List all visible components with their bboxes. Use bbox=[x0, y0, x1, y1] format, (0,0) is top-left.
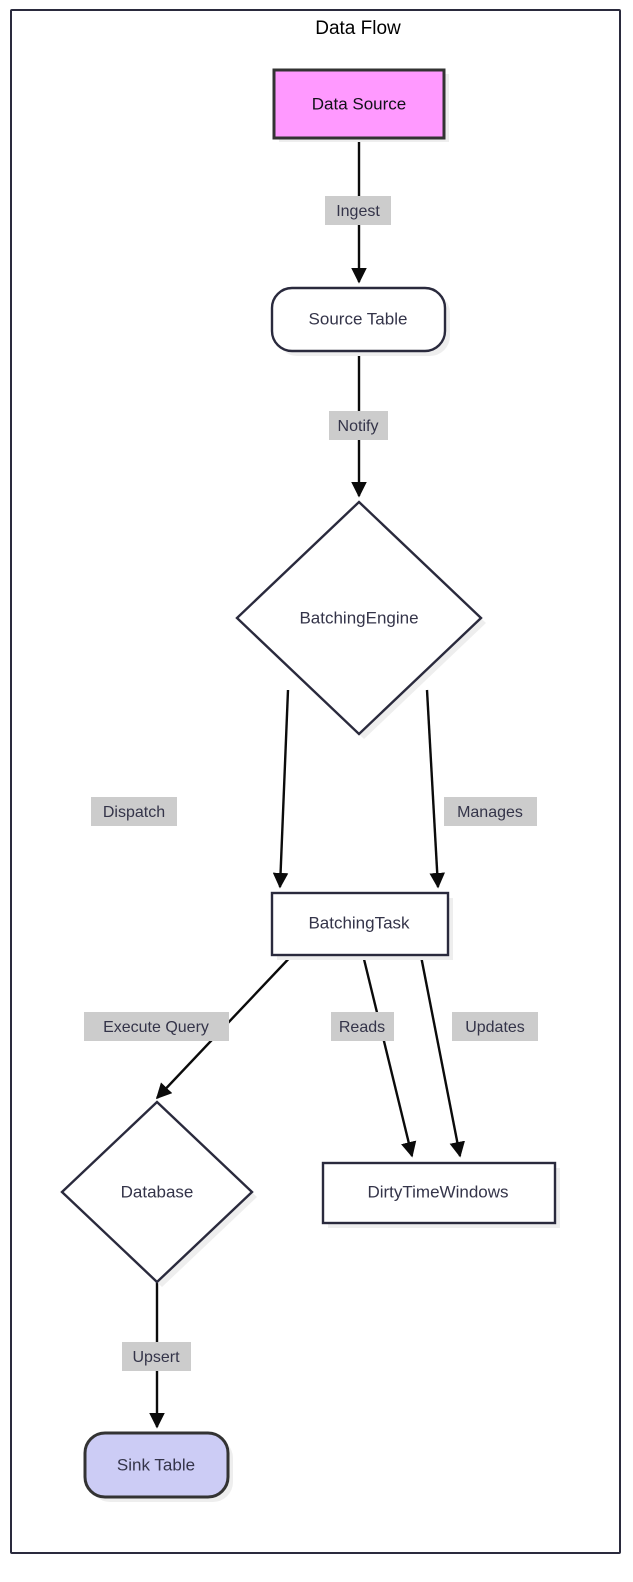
node-dirty-time-windows-shape bbox=[321, 1161, 557, 1225]
edge-label-notify: Notify bbox=[329, 411, 388, 440]
node-source-table[interactable]: Source Table bbox=[270, 286, 450, 356]
node-dirty-time-windows-label: DirtyTimeWindows bbox=[367, 1182, 508, 1201]
node-data-source-label: Data Source bbox=[312, 94, 407, 113]
node-source-table-shape bbox=[270, 286, 447, 353]
edge-label-background bbox=[91, 797, 177, 826]
edge-label-ingest-text: Ingest bbox=[336, 203, 380, 220]
edge-label-background bbox=[122, 1342, 191, 1371]
node-batching-task[interactable]: BatchingTask bbox=[270, 891, 453, 960]
edge-label-execute-query-text: Execute Query bbox=[103, 1019, 209, 1036]
edge-label-execute-query: Execute Query bbox=[84, 1012, 229, 1041]
edge-label-manages: Manages bbox=[444, 797, 537, 826]
edge-label-background bbox=[325, 196, 391, 225]
node-sink-table-shape bbox=[83, 1431, 230, 1499]
edge-label-reads-text: Reads bbox=[339, 1019, 385, 1036]
edge-dispatch bbox=[272, 689, 290, 889]
node-batching-task-label: BatchingTask bbox=[308, 913, 410, 932]
edge-label-updates: Updates bbox=[452, 1012, 538, 1041]
node-sink-table-label: Sink Table bbox=[117, 1455, 195, 1474]
edge-label-upsert: Upsert bbox=[122, 1342, 191, 1371]
node-batching-task-shape bbox=[270, 891, 450, 957]
edge-label-dispatch: Dispatch bbox=[91, 797, 177, 826]
edge-label-background bbox=[331, 1012, 394, 1041]
subgraph-frame bbox=[10, 9, 621, 1554]
node-batching-engine-shape bbox=[235, 500, 483, 736]
edge-label-manages-text: Manages bbox=[457, 804, 523, 821]
node-source-table-label: Source Table bbox=[309, 309, 408, 328]
node-data-source[interactable]: Data Source bbox=[272, 68, 449, 142]
edge-label-upsert-text: Upsert bbox=[132, 1349, 180, 1366]
node-sink-table[interactable]: Sink Table bbox=[83, 1431, 233, 1502]
edge-reads bbox=[360, 950, 417, 1158]
edge-label-reads: Reads bbox=[331, 1012, 394, 1041]
node-data-source-shape bbox=[272, 68, 446, 140]
edge-label-layer: Ingest Notify Dispatch Manages Execute Q… bbox=[84, 196, 538, 1371]
edge-label-notify-text: Notify bbox=[338, 418, 379, 435]
edge-label-ingest: Ingest bbox=[325, 196, 391, 225]
node-batching-engine-label: BatchingEngine bbox=[299, 608, 418, 627]
edge-manages bbox=[425, 689, 446, 889]
edge-label-background bbox=[329, 411, 388, 440]
edge-label-dispatch-text: Dispatch bbox=[103, 804, 165, 821]
edge-label-updates-text: Updates bbox=[465, 1019, 525, 1036]
edge-label-background bbox=[452, 1012, 538, 1041]
node-layer: Data Source Source Table BatchingEngine … bbox=[60, 68, 560, 1502]
node-database-label: Database bbox=[121, 1182, 194, 1201]
edge-label-background bbox=[84, 1012, 229, 1041]
node-batching-engine[interactable]: BatchingEngine bbox=[235, 500, 486, 739]
diagram-title: Data Flow bbox=[315, 18, 401, 39]
edge-updates bbox=[418, 950, 465, 1158]
node-dirty-time-windows[interactable]: DirtyTimeWindows bbox=[321, 1161, 560, 1228]
node-database-shape bbox=[60, 1100, 254, 1284]
node-database[interactable]: Database bbox=[60, 1100, 257, 1287]
edge-label-background bbox=[444, 797, 537, 826]
